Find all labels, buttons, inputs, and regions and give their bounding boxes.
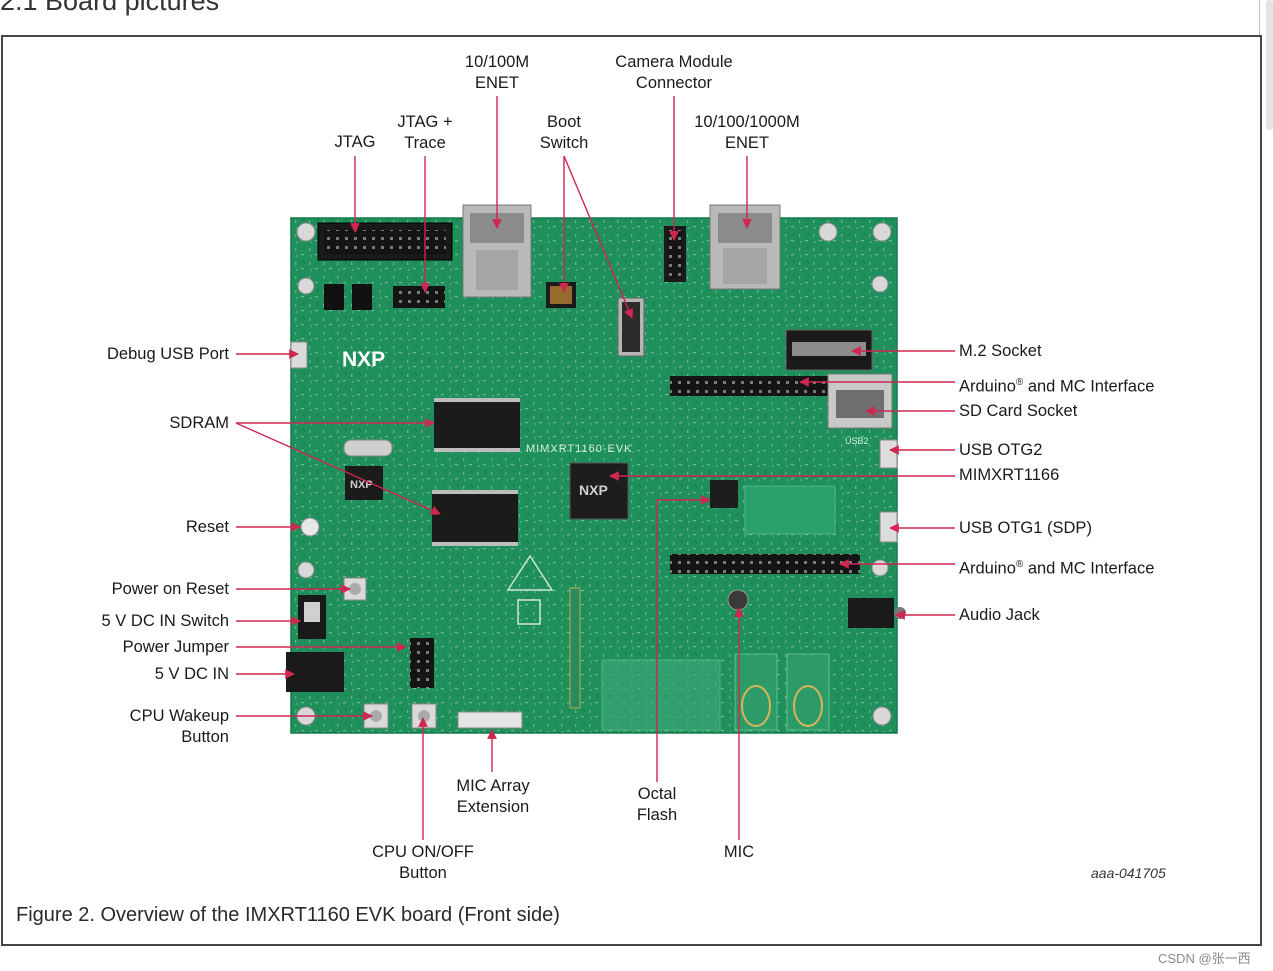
label-sdram: SDRAM <box>169 414 229 432</box>
usb-otg2-connector <box>879 439 898 469</box>
label-m2-socket: M.2 Socket <box>959 342 1042 360</box>
page-edge <box>1259 0 1260 36</box>
scrollbar[interactable] <box>1266 0 1273 130</box>
octal-flash-chip <box>710 480 738 508</box>
label-reset: Reset <box>185 518 229 536</box>
watermark: CSDN @张一西 <box>1158 951 1251 966</box>
label-debug-usb: Debug USB Port <box>107 345 229 363</box>
label-jtag: JTAG <box>334 133 376 151</box>
power-jumper <box>410 638 434 688</box>
arduino-header-bottom <box>670 554 860 574</box>
sdram-chip-1 <box>434 402 520 448</box>
label-sd-card: SD Card Socket <box>959 402 1078 420</box>
label-usb-otg1: USB OTG1 (SDP) <box>959 519 1092 537</box>
arduino-header-top <box>670 376 828 396</box>
pcb-silkscreen: MIMXRT1160-EVK <box>526 443 633 455</box>
leader-lines <box>235 96 955 840</box>
pcb-logo: NXP <box>342 348 385 371</box>
audio-jack <box>848 598 894 628</box>
section-heading: 2.1 Board pictures <box>0 0 220 16</box>
sdram-chip-2 <box>432 494 518 542</box>
mic-component <box>727 589 749 611</box>
label-mimxrt1166: MIMXRT1166 <box>959 466 1060 484</box>
label-usb-otg2: USB OTG2 <box>959 441 1043 459</box>
svg-text:NXP: NXP <box>350 479 373 491</box>
mounting-holes <box>296 222 892 726</box>
label-dc-in: 5 V DC IN <box>154 665 229 683</box>
label-power-jumper: Power Jumper <box>122 638 229 656</box>
label-arduino-bottom: Arduino® and MC Interface <box>959 559 1155 578</box>
usb-otg1-connector <box>879 511 898 543</box>
debug-usb-connector <box>290 341 308 369</box>
reset-button <box>300 517 320 537</box>
label-power-on-reset: Power on Reset <box>111 580 229 598</box>
figure-id: aaa-041705 <box>1091 865 1166 881</box>
jtag-trace-header <box>393 286 445 308</box>
label-arduino-top: Arduino® and MC Interface <box>959 377 1155 396</box>
svg-text:USB2: USB2 <box>845 436 869 446</box>
dc-in-jack <box>286 652 344 692</box>
svg-text:NXP: NXP <box>579 482 608 498</box>
label-audio-jack: Audio Jack <box>959 606 1040 624</box>
label-dc-in-switch: 5 V DC IN Switch <box>101 612 229 630</box>
figure-caption: Figure 2. Overview of the IMXRT1160 EVK … <box>16 904 560 926</box>
mic-array-connector <box>457 711 523 729</box>
label-jtag-trace: JTAG +Trace <box>397 113 453 152</box>
label-mic: MIC <box>723 843 755 861</box>
